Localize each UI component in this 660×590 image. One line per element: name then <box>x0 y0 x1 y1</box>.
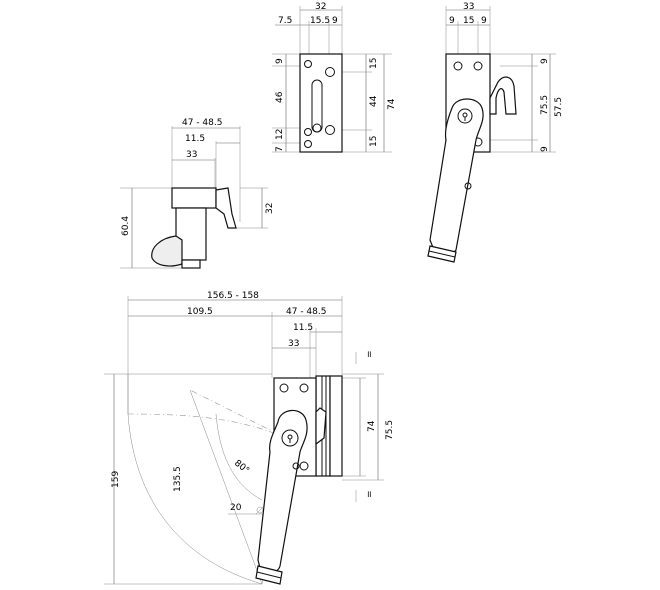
plan-dim-body-width: 33 <box>288 339 299 349</box>
lock-screw-hole <box>473 61 483 71</box>
side-view: 47 - 48.5 11.5 33 60.4 32 <box>120 118 275 269</box>
lock-dim-bottom: 9 <box>540 146 550 152</box>
lock-hook <box>489 76 517 115</box>
keep-dim-bottom-edge-left: 7 <box>275 146 285 152</box>
plan-dim-height-keep: 74 <box>367 420 377 432</box>
plan-frame-right <box>329 375 343 477</box>
side-dim-body-width: 33 <box>186 150 197 160</box>
plan-dim-height-lock: 75.5 <box>385 420 395 440</box>
plan-view: 156.5 - 158 109.5 47 - 48.5 11.5 33 74 7… <box>104 291 395 585</box>
keep-dim-left-edge: 7.5 <box>278 16 292 26</box>
plan-dim-overall-width: 47 - 48.5 <box>286 307 326 317</box>
lock-grip-dot <box>464 182 472 190</box>
keep-screw-hole <box>312 123 322 133</box>
plan-dim-centre-offset: 109.5 <box>187 307 213 317</box>
plan-dim-equal-bottom: = <box>365 490 375 498</box>
keep-dim-width: 32 <box>315 2 326 12</box>
side-handle-lever <box>215 187 237 229</box>
plan-key-cylinder <box>281 429 299 447</box>
lock-screw-hole <box>453 61 463 71</box>
plan-screw-hole <box>279 383 289 393</box>
lock-dim-overall: 57.5 <box>554 97 564 117</box>
keep-screw-hole <box>325 67 335 77</box>
lock-front-view: 33 9 15 9 9 75.5 57.5 9 <box>427 2 564 263</box>
lock-dim-middle: 75.5 <box>540 95 550 115</box>
lock-key-cylinder <box>457 108 473 124</box>
side-dim-overall-width: 47 - 48.5 <box>182 118 222 128</box>
lock-dim-right-edge: 9 <box>481 16 487 26</box>
plan-screw-hole <box>299 461 309 471</box>
plan-swing-arc-outer <box>127 374 263 585</box>
plan-dim-angle: 80° <box>232 458 251 476</box>
plan-dim-handle-radius: 135.5 <box>173 466 183 492</box>
plan-hook <box>315 407 327 446</box>
plan-dim-swing-width: 156.5 - 158 <box>207 291 259 301</box>
keep-dim-overall-height: 74 <box>387 98 397 110</box>
plan-grip-dot <box>292 462 300 470</box>
keep-screw-hole <box>325 125 335 135</box>
side-dim-handle-offset: 11.5 <box>185 134 205 144</box>
plan-dim-handle-offset: 11.5 <box>293 323 313 333</box>
side-dim-handle-height: 32 <box>265 203 275 214</box>
keep-dim-slot-bottom: 12 <box>275 129 285 140</box>
keep-screw-hole <box>304 60 312 68</box>
keep-plate <box>299 53 343 153</box>
keep-dim-slot-length: 46 <box>275 91 285 103</box>
keep-front-view: 32 7.5 15.5 9 9 46 12 7 15 44 15 74 <box>272 2 397 153</box>
keep-dim-top-edge-left: 9 <box>275 58 285 64</box>
plan-dim-equal-top: = <box>365 350 375 358</box>
side-handle-grip <box>151 235 183 267</box>
plan-swing-arc-angle <box>215 413 263 501</box>
side-dim-total-height: 60.4 <box>121 216 131 236</box>
side-lock-foot <box>181 259 201 269</box>
lock-handle <box>429 98 484 256</box>
keep-dim-hole-spacing: 15.5 <box>310 16 330 26</box>
lock-dim-hole-spacing: 15 <box>463 16 474 26</box>
side-lock-body <box>171 187 217 209</box>
plan-screw-hole <box>299 383 309 393</box>
keep-dim-right-top: 15 <box>369 58 379 69</box>
plan-dim-overall-height: 159 <box>111 471 121 488</box>
keep-screw-hole <box>304 140 312 148</box>
keep-screw-hole <box>304 128 312 136</box>
keep-dim-right-middle: 44 <box>369 95 379 107</box>
lock-dim-top: 9 <box>540 58 550 64</box>
plan-dim-handle-diameter: 20 <box>230 503 242 513</box>
keep-dim-right-bottom: 15 <box>369 136 379 147</box>
lock-dim-left-edge: 9 <box>449 16 455 26</box>
plan-swing-arc-inner <box>127 413 291 441</box>
lock-dim-width: 33 <box>463 2 474 12</box>
plan-handle <box>257 409 308 574</box>
keep-dim-right-edge: 9 <box>332 16 338 26</box>
